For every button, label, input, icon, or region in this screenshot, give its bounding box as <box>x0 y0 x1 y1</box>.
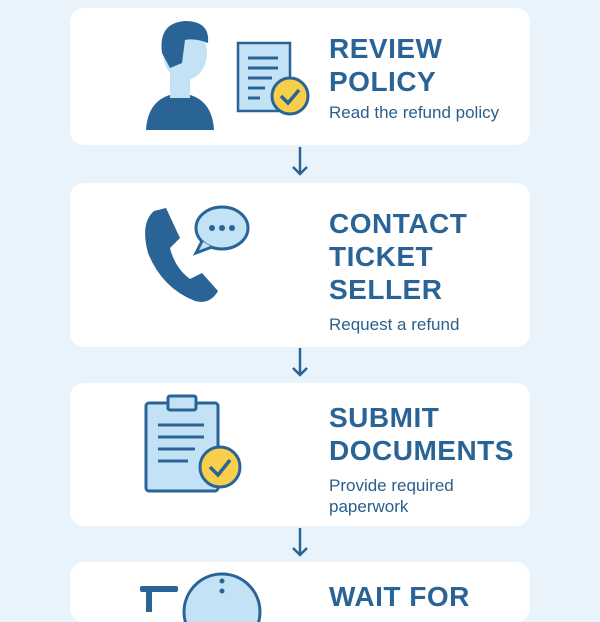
arrow-down-icon <box>292 147 308 176</box>
step-title-line: DOCUMENTS <box>329 435 514 466</box>
arrow-down-icon <box>292 528 308 557</box>
phone-chat-icon <box>145 205 250 302</box>
step-subtitle: Request a refund <box>329 315 460 334</box>
hourglass-clock-icon <box>140 572 262 622</box>
step-title-line: POLICY <box>329 66 437 97</box>
step-title-line: REVIEW <box>329 33 443 64</box>
step-title-line: TICKET <box>329 241 434 272</box>
clipboard-check-icon <box>144 394 242 493</box>
step-subtitle: Read the refund policy <box>329 103 500 122</box>
step-subtitle-line: Provide required <box>329 476 454 495</box>
step-title-line: CONTACT <box>329 208 468 239</box>
step-subtitle-line: paperwork <box>329 497 409 516</box>
step-title-line: SELLER <box>329 274 443 305</box>
arrow-down-icon <box>292 348 308 377</box>
step-card-wait: WAIT FOR <box>70 562 530 622</box>
person-document-check-icon <box>146 21 310 130</box>
step-title-line: WAIT FOR <box>329 581 470 612</box>
step-title-line: SUBMIT <box>329 402 440 433</box>
